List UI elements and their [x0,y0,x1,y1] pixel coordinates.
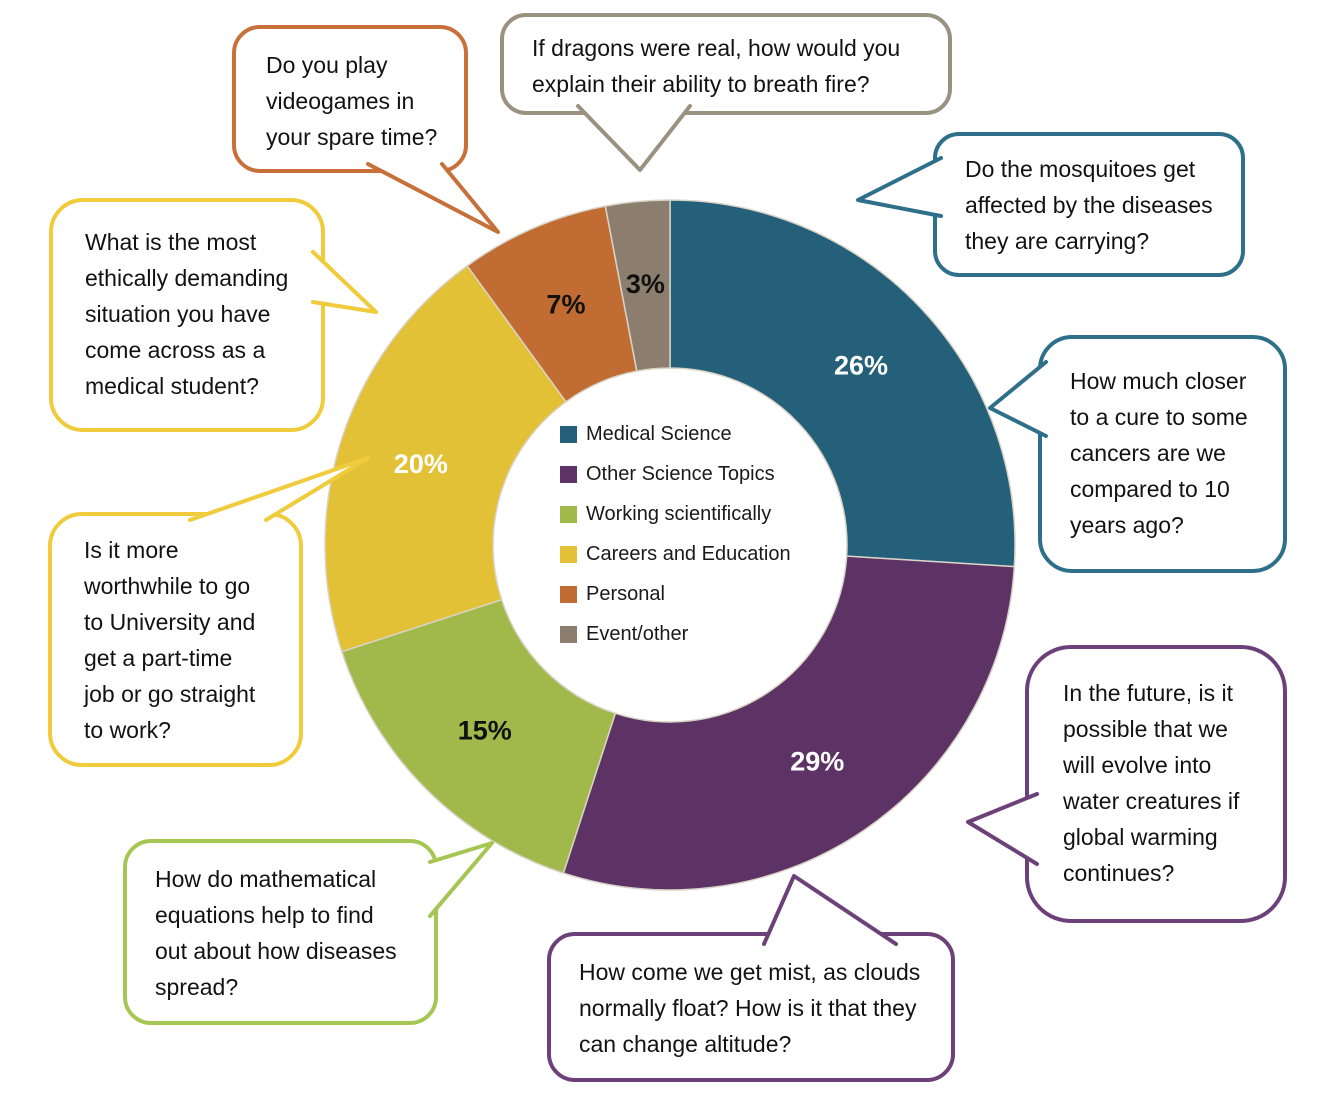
speech-bubble-evolution: In the future, is it possible that we wi… [1025,645,1287,923]
speech-bubble-text: How much closer to a cure to some cancer… [1070,368,1248,538]
speech-bubble-text: In the future, is it possible that we wi… [1063,680,1240,886]
speech-bubble-text: Do the mosquitoes get affected by the di… [965,156,1213,254]
speech-bubble-mist-clouds: How come we get mist, as clouds normally… [547,932,955,1082]
speech-bubble-text: If dragons were real, how would you expl… [532,35,901,97]
speech-bubble-dragons: If dragons were real, how would you expl… [500,13,952,115]
speech-bubble-university: Is it more worthwhile to go to Universit… [48,512,303,767]
speech-bubble-text: Do you play videogames in your spare tim… [266,52,438,150]
speech-bubble-videogames: Do you play videogames in your spare tim… [232,25,468,173]
speech-bubble-text: What is the most ethically demanding sit… [85,229,289,399]
speech-bubble-text: How come we get mist, as clouds normally… [579,959,921,1057]
speech-bubble-cancer-cure: How much closer to a cure to some cancer… [1038,335,1287,573]
speech-bubble-math-equations: How do mathematical equations help to fi… [123,839,438,1025]
speech-bubble-mosquitoes: Do the mosquitoes get affected by the di… [933,132,1245,277]
speech-bubble-text: How do mathematical equations help to fi… [155,866,397,1000]
speech-bubble-ethics: What is the most ethically demanding sit… [49,198,325,432]
speech-bubble-text: Is it more worthwhile to go to Universit… [84,537,256,743]
